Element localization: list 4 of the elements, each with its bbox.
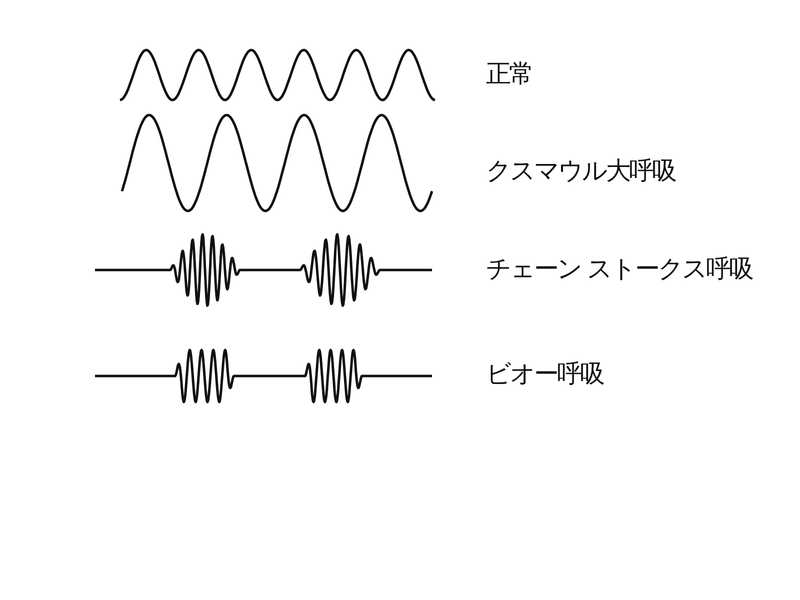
pattern-label: クスマウル大呼吸 bbox=[486, 155, 675, 187]
pattern-label: 正常 bbox=[486, 58, 532, 90]
pattern-label: チェーン ストークス呼吸 bbox=[486, 253, 752, 285]
pattern-label: ビオー呼吸 bbox=[486, 358, 603, 390]
